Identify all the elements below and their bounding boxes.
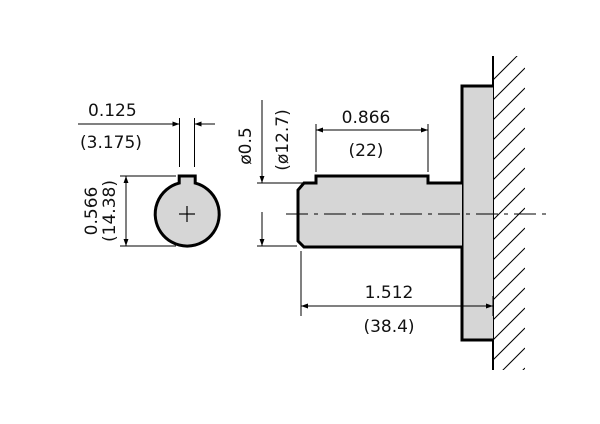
shaft-cross-section [153, 174, 221, 248]
mounting-wall [492, 56, 525, 370]
shaft-body [296, 174, 462, 249]
dimension-shaft-diameter: ø0.5 (ø12.7) [236, 100, 303, 247]
shaft-diameter-inch-label: ø0.5 [236, 127, 256, 164]
dimension-key-width: 0.125 (3.175) [78, 101, 215, 167]
wall-hatching [493, 56, 525, 370]
key-length-inch-label: 0.866 [342, 108, 391, 128]
plus-icon [179, 206, 195, 222]
shaft-height-mm-label: (14.38) [100, 180, 120, 242]
dimension-shaft-length: 1.512 (38.4) [300, 251, 494, 337]
motor-flange [460, 84, 493, 342]
key-width-mm-label: (3.175) [80, 133, 142, 153]
dimension-shaft-height: 0.566 (14.38) [82, 175, 176, 247]
shaft-side-view [296, 174, 462, 249]
shaft-length-inch-label: 1.512 [365, 283, 414, 303]
shaft-height-inch-label: 0.566 [82, 187, 102, 236]
shaft-diameter-mm-label: (ø12.7) [273, 109, 293, 171]
shaft-length-mm-label: (38.4) [363, 317, 414, 337]
key-width-inch-label: 0.125 [88, 101, 137, 121]
key-length-mm-label: (22) [349, 141, 384, 161]
dimension-key-length: 0.866 (22) [315, 108, 429, 172]
